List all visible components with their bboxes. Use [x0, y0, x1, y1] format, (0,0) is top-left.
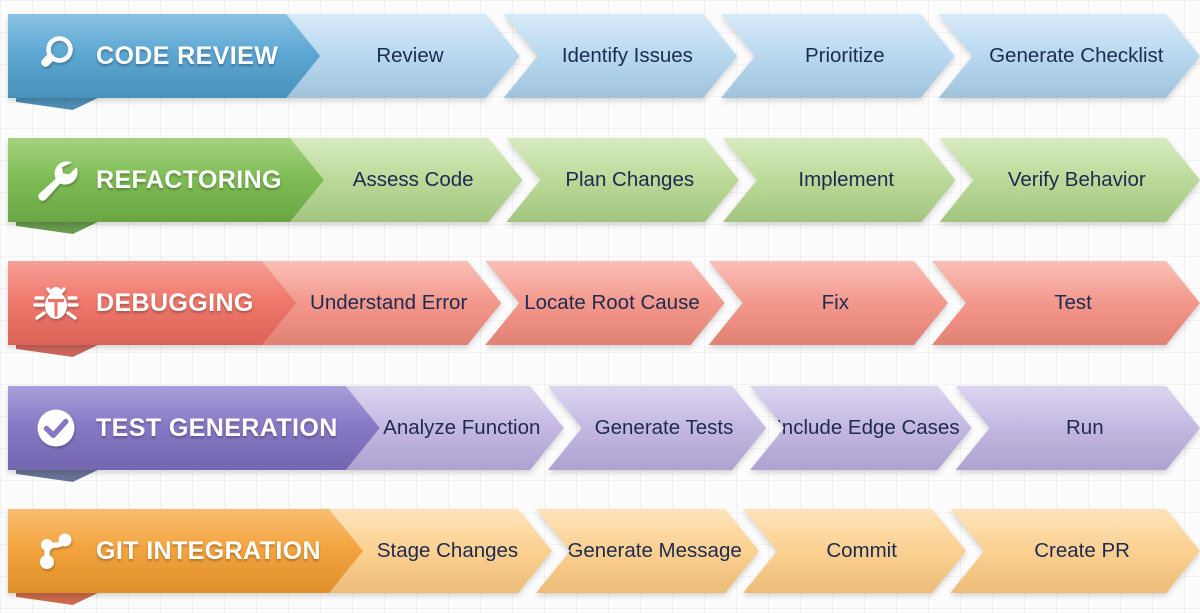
workflow-strip: GIT INTEGRATION Stage Changes Generate M… — [8, 509, 1200, 593]
row-fold-tail — [16, 96, 102, 110]
workflow-step-refactoring-1[interactable]: Assess Code — [290, 138, 523, 222]
workflow-step-refactoring-4[interactable]: Verify Behavior — [940, 138, 1200, 222]
workflow-step-label: Create PR — [1034, 539, 1130, 562]
workflow-row-code-review: CODE REVIEW Review Identify Issues Prior… — [8, 14, 1200, 110]
workflow-step-refactoring-2[interactable]: Plan Changes — [506, 138, 739, 222]
workflow-header-test-generation[interactable]: TEST GENERATION — [8, 386, 382, 470]
workflow-header-refactoring[interactable]: REFACTORING — [8, 138, 326, 222]
workflow-step-label: Include Edge Cases — [776, 416, 960, 439]
workflow-step-test-generation-3[interactable]: Include Edge Cases — [750, 386, 971, 470]
workflow-title-test-generation: TEST GENERATION — [96, 413, 338, 442]
workflow-steps: Review Identify Issues Prioritize Genera… — [286, 14, 1200, 98]
row-fold-tail — [16, 343, 102, 357]
wrench-icon — [30, 154, 82, 206]
workflow-step-code-review-2[interactable]: Identify Issues — [504, 14, 737, 98]
workflow-step-git-integration-4[interactable]: Create PR — [950, 509, 1200, 593]
workflow-step-debugging-4[interactable]: Test — [932, 261, 1200, 345]
workflow-title-refactoring: REFACTORING — [96, 165, 282, 194]
workflow-step-label: Verify Behavior — [1007, 168, 1146, 191]
workflow-header-debugging[interactable]: DEBUGGING — [8, 261, 298, 345]
workflow-step-label: Analyze Function — [383, 416, 541, 439]
workflow-step-test-generation-1[interactable]: Analyze Function — [346, 386, 564, 470]
workflow-step-code-review-3[interactable]: Prioritize — [721, 14, 954, 98]
workflow-row-refactoring: REFACTORING Assess Code Plan Changes Imp… — [8, 138, 1200, 234]
workflow-strip: DEBUGGING Understand Error Locate Root C… — [8, 261, 1200, 345]
workflow-step-test-generation-2[interactable]: Generate Tests — [548, 386, 766, 470]
workflow-step-test-generation-4[interactable]: Run — [956, 386, 1200, 470]
workflow-step-label: Commit — [826, 539, 897, 562]
workflow-header-git-integration[interactable]: GIT INTEGRATION — [8, 509, 365, 593]
workflow-step-label: Plan Changes — [565, 168, 695, 191]
workflow-step-git-integration-1[interactable]: Stage Changes — [329, 509, 552, 593]
bug-icon — [30, 277, 82, 329]
workflow-row-debugging: DEBUGGING Understand Error Locate Root C… — [8, 261, 1200, 357]
magnifier-icon — [30, 30, 82, 82]
workflow-step-label: Generate Checklist — [989, 44, 1164, 67]
workflow-title-code-review: CODE REVIEW — [96, 41, 279, 70]
workflow-row-test-generation: TEST GENERATION Analyze Function Generat… — [8, 386, 1200, 482]
workflow-step-label: Locate Root Cause — [524, 291, 700, 314]
workflow-step-git-integration-2[interactable]: Generate Message — [536, 509, 759, 593]
row-fold-tail — [16, 468, 102, 482]
workflow-step-code-review-1[interactable]: Review — [286, 14, 519, 98]
workflow-header-code-review[interactable]: CODE REVIEW — [8, 14, 322, 98]
workflow-step-git-integration-3[interactable]: Commit — [743, 509, 966, 593]
workflow-strip: CODE REVIEW Review Identify Issues Prior… — [8, 14, 1200, 98]
workflow-step-label: Stage Changes — [376, 539, 519, 562]
workflow-step-debugging-3[interactable]: Fix — [709, 261, 948, 345]
workflow-title-git-integration: GIT INTEGRATION — [96, 536, 321, 565]
workflow-step-label: Run — [1065, 416, 1104, 439]
git-branch-icon — [30, 525, 82, 577]
row-fold-tail — [16, 220, 102, 234]
workflow-step-label: Implement — [798, 168, 895, 191]
workflow-step-debugging-2[interactable]: Locate Root Cause — [485, 261, 724, 345]
check-circle-icon — [30, 402, 82, 454]
workflow-step-label: Generate Tests — [594, 416, 734, 439]
workflow-step-label: Understand Error — [310, 291, 468, 314]
workflow-step-label: Fix — [821, 291, 849, 314]
workflow-step-label: Test — [1054, 291, 1092, 314]
workflow-steps: Assess Code Plan Changes Implement Verif… — [290, 138, 1200, 222]
workflow-steps: Analyze Function Generate Tests Include … — [346, 386, 1200, 470]
workflow-title-debugging: DEBUGGING — [96, 288, 254, 317]
workflow-step-label: Generate Message — [567, 539, 742, 562]
workflow-step-label: Prioritize — [804, 44, 885, 67]
workflow-strip: TEST GENERATION Analyze Function Generat… — [8, 386, 1200, 470]
workflow-step-label: Identify Issues — [561, 44, 693, 67]
workflow-steps: Understand Error Locate Root Cause Fix T… — [262, 261, 1200, 345]
workflow-step-label: Assess Code — [352, 168, 474, 191]
workflow-step-code-review-4[interactable]: Generate Checklist — [939, 14, 1200, 98]
workflow-row-git-integration: GIT INTEGRATION Stage Changes Generate M… — [8, 509, 1200, 605]
workflow-steps: Stage Changes Generate Message Commit Cr… — [329, 509, 1200, 593]
workflow-step-debugging-1[interactable]: Understand Error — [262, 261, 501, 345]
workflow-step-refactoring-3[interactable]: Implement — [723, 138, 956, 222]
workflow-step-label: Review — [376, 44, 444, 67]
row-fold-tail — [16, 591, 102, 605]
workflow-strip: REFACTORING Assess Code Plan Changes Imp… — [8, 138, 1200, 222]
